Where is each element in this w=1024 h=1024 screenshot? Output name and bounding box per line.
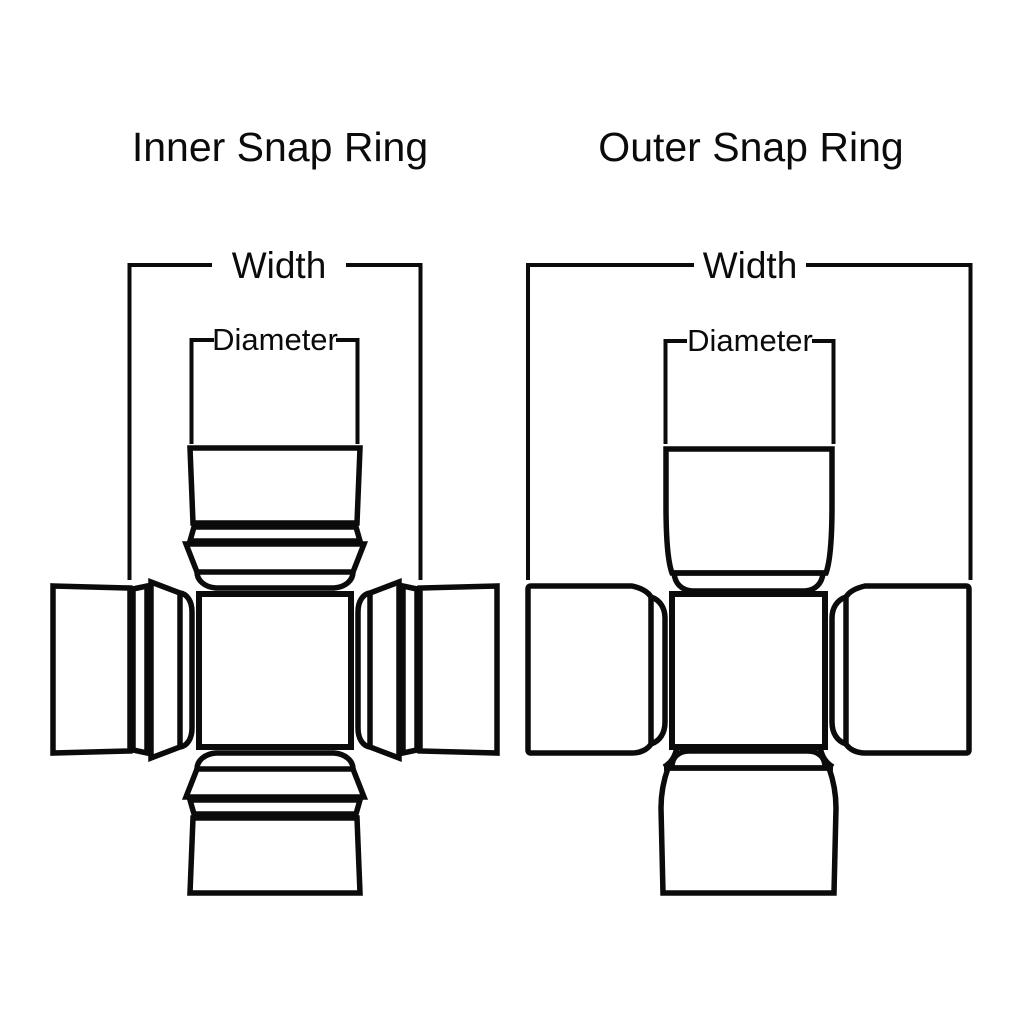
inner-top-bearing-race [181,541,369,575]
inner-diagram-title: Inner Snap Ring [132,124,428,170]
inner-left-bearing-cap [50,583,133,756]
inner-bottom-trunnion-neck [194,750,356,770]
outer-ujoint-cross [525,446,972,896]
inner-diameter-dim-line-left [189,338,214,444]
inner-right-snap-ring [400,582,420,757]
outer-diameter-dim-line-right [812,339,836,444]
inner-width-label: Width [232,245,327,286]
inner-left-bearing-race [148,578,183,762]
inner-diameter-dimension: Diameter [189,322,360,444]
outer-width-dimension: Width [526,245,973,580]
outer-width-dim-line-right [806,263,973,580]
inner-diameter-label: Diameter [212,322,338,357]
inner-cross-body [196,591,354,750]
outer-right-trunnion-tip [829,594,848,747]
outer-left-trunnion-tip [649,594,668,747]
outer-top-bearing-cap [663,446,835,576]
inner-left-trunnion-neck [179,590,195,750]
outer-snap-ring-diagram: Outer Snap Ring Width Diameter [525,124,973,896]
inner-bottom-bearing-cap [187,815,363,896]
inner-right-trunnion-neck [355,590,371,750]
inner-bottom-snap-ring [186,797,364,817]
inner-diameter-dim-line-right [336,338,360,444]
outer-right-bearing-cap [843,583,972,756]
outer-diameter-dimension: Diameter [663,323,836,444]
outer-width-label: Width [703,245,798,286]
inner-width-dim-line-left [127,263,212,580]
inner-right-bearing-race [367,578,402,762]
inner-width-dim-line-right [346,263,423,580]
inner-top-bearing-cap [187,445,363,526]
outer-diagram-title: Outer Snap Ring [598,124,903,170]
inner-ujoint-cross [50,445,500,896]
outer-left-bearing-cap [525,583,654,756]
outer-bottom-bearing-cap [658,765,839,896]
inner-top-trunnion-neck [194,571,356,591]
inner-right-bearing-cap [417,583,500,756]
outer-diameter-dim-line-left [663,339,687,444]
inner-left-snap-ring [130,582,150,757]
outer-bottom-trunnion-neck [669,748,828,768]
outer-cross-body [669,591,828,750]
outer-top-trunnion-neck [671,572,826,594]
inner-width-dimension: Width [127,245,423,580]
inner-snap-ring-diagram: Inner Snap Ring Width Diameter [50,124,500,896]
outer-diameter-label: Diameter [687,323,813,358]
inner-bottom-bearing-race [181,766,369,800]
inner-top-snap-ring [186,524,364,544]
outer-width-dim-line-left [526,263,694,580]
